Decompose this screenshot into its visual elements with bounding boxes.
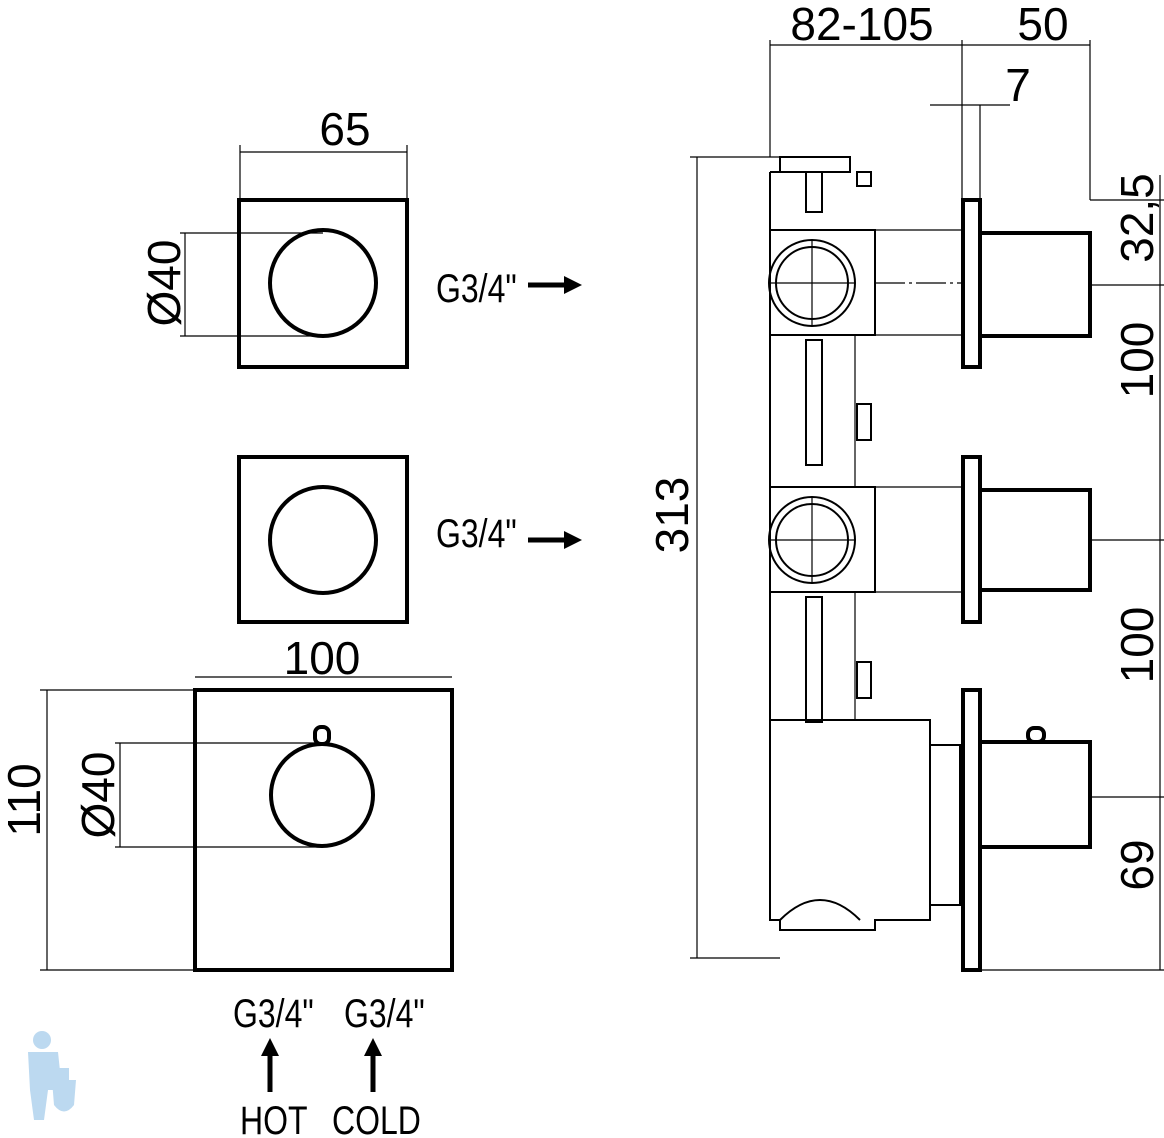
dim-50: 50 (1017, 0, 1068, 50)
arrow-up-icon (364, 1038, 382, 1092)
arrow-right-icon (528, 276, 582, 294)
dim-diameter-40-bottom: Ø40 (72, 752, 124, 839)
dim-82-105: 82-105 (790, 0, 933, 50)
outlet-2-label: G3/4" (436, 511, 517, 556)
dim-bottom-plate-height: 110 (0, 689, 195, 971)
dim-110: 110 (0, 763, 50, 836)
hot-label: HOT (240, 1098, 308, 1138)
plumber-logo (28, 1031, 76, 1120)
dim-313: 313 (646, 477, 698, 554)
arrow-up-icon (261, 1038, 279, 1092)
cold-label: COLD (332, 1098, 421, 1138)
dim-65: 65 (319, 103, 370, 155)
middle-diverter-plate (237, 455, 409, 624)
dim-vertical-spacing: 32,5 100 100 69 (980, 173, 1164, 971)
side-flanges-and-handles (961, 198, 1092, 972)
inlet-cold-thread: G3/4" (344, 991, 425, 1036)
valve-body-side-view (768, 156, 963, 931)
dim-depths: 82-105 50 7 (769, 0, 1091, 200)
dim-overall-height: 313 (646, 156, 780, 959)
top-diverter-plate (237, 198, 409, 369)
thermostat-plate (193, 688, 454, 972)
dim-32-5: 32,5 (1111, 173, 1163, 263)
dim-top-plate-diameter: Ø40 (138, 232, 323, 337)
dim-100-b: 100 (1111, 607, 1163, 684)
dim-diameter-40: Ø40 (138, 240, 190, 327)
dim-100-a: 100 (1111, 322, 1163, 399)
dim-bottom-plate-width: 100 (195, 632, 452, 684)
inlet-hot-thread: G3/4" (233, 991, 314, 1036)
dim-7: 7 (1005, 59, 1031, 111)
dim-bottom-plate-diameter: Ø40 (72, 742, 322, 848)
dim-top-plate-width: 65 (239, 103, 408, 200)
dim-69: 69 (1111, 839, 1163, 890)
dim-100-width: 100 (284, 632, 361, 684)
outlet-1-label: G3/4" (436, 266, 517, 311)
arrow-right-icon (528, 531, 582, 549)
